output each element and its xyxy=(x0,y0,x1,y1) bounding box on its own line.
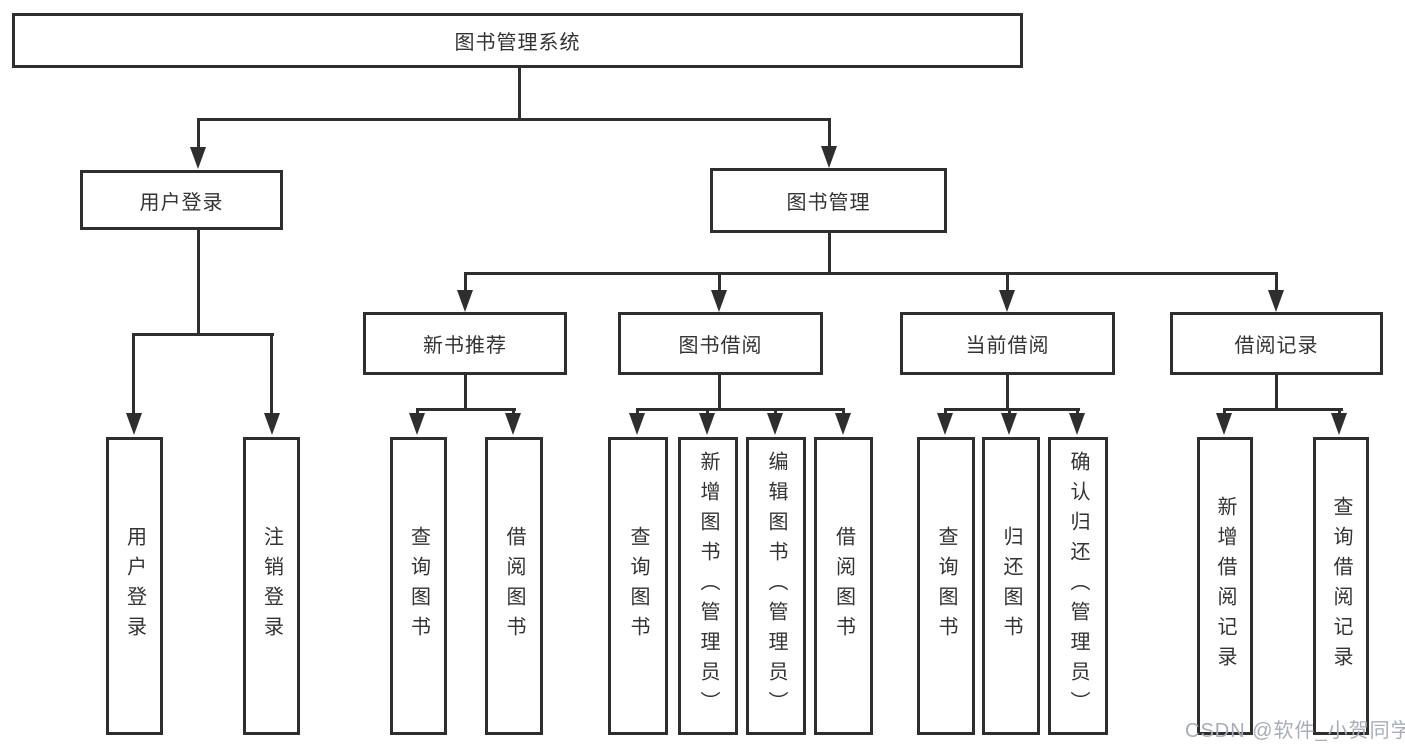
leaf-record-query-record: 查询借阅记录 xyxy=(1313,437,1369,735)
connector-line xyxy=(132,335,135,415)
connector-line xyxy=(1275,375,1278,410)
connector-line xyxy=(1338,410,1341,415)
arrowhead-down-icon xyxy=(126,413,142,435)
node-new-book-recommend: 新书推荐 xyxy=(363,312,567,375)
leaf-current-return-book-label: 归还图书 xyxy=(1000,526,1022,646)
connector-line xyxy=(197,230,200,336)
node-new-book-recommend-label: 新书推荐 xyxy=(423,335,507,357)
arrowhead-down-icon xyxy=(711,290,727,312)
leaf-logout: 注销登录 xyxy=(243,437,300,735)
arrowhead-down-icon xyxy=(505,413,521,435)
arrowhead-down-icon xyxy=(629,413,645,435)
leaf-newbook-query-book-label: 查询图书 xyxy=(407,526,430,646)
connector-line xyxy=(1275,274,1278,292)
connector-line xyxy=(774,410,777,415)
leaf-logout-label: 注销登录 xyxy=(260,526,283,646)
node-book-management: 图书管理 xyxy=(710,168,947,233)
leaf-record-query-record-label: 查询借阅记录 xyxy=(1330,496,1352,676)
leaf-current-return-book: 归还图书 xyxy=(982,437,1040,735)
leaf-current-query-book-label: 查询图书 xyxy=(935,526,957,646)
arrowhead-down-icon xyxy=(1331,413,1347,435)
leaf-borrow-query-book: 查询图书 xyxy=(608,437,668,735)
leaf-newbook-borrow-book-label: 借阅图书 xyxy=(503,526,525,646)
connector-line xyxy=(944,410,947,415)
leaf-newbook-borrow-book: 借阅图书 xyxy=(485,437,543,735)
node-borrow-record: 借阅记录 xyxy=(1170,312,1383,375)
leaf-borrow-edit-book-admin: 编辑图书（管理员） xyxy=(746,437,806,735)
connector-line xyxy=(1076,410,1079,415)
node-user-login: 用户登录 xyxy=(80,170,283,230)
arrowhead-down-icon xyxy=(1268,290,1284,312)
leaf-record-add-record-label: 新增借阅记录 xyxy=(1214,496,1236,676)
node-book-borrow-label: 图书借阅 xyxy=(678,335,763,357)
leaf-user-login-label: 用户登录 xyxy=(123,526,146,646)
leaf-borrow-query-book-label: 查询图书 xyxy=(627,526,649,646)
leaf-current-confirm-return-admin: 确认归还（管理员） xyxy=(1048,437,1108,735)
connector-line xyxy=(718,375,721,410)
connector-line xyxy=(718,274,721,292)
connector-line xyxy=(1006,375,1009,410)
arrowhead-down-icon xyxy=(821,146,837,168)
arrowhead-down-icon xyxy=(264,413,280,435)
leaf-borrow-borrow-book: 借阅图书 xyxy=(814,437,873,735)
node-current-borrow: 当前借阅 xyxy=(900,312,1115,375)
arrowhead-down-icon xyxy=(767,413,783,435)
connector-line xyxy=(1223,410,1226,415)
connector-line xyxy=(416,408,516,411)
arrowhead-down-icon xyxy=(699,413,715,435)
connector-line xyxy=(636,410,639,415)
connector-line xyxy=(1223,408,1343,411)
connector-line xyxy=(464,272,1278,275)
connector-line xyxy=(828,233,831,274)
connector-line xyxy=(197,118,831,121)
leaf-current-query-book: 查询图书 xyxy=(917,437,975,735)
connector-line xyxy=(416,410,419,415)
connector-line xyxy=(636,408,845,411)
arrowhead-down-icon xyxy=(1001,413,1017,435)
arrowhead-down-icon xyxy=(937,413,953,435)
node-book-management-label: 图书管理 xyxy=(786,192,871,214)
arrowhead-down-icon xyxy=(409,413,425,435)
connector-line xyxy=(1008,410,1011,415)
arrowhead-down-icon xyxy=(190,147,206,169)
connector-line xyxy=(944,408,1080,411)
connector-line xyxy=(518,68,521,120)
connector-line xyxy=(464,274,467,292)
node-book-borrow: 图书借阅 xyxy=(618,312,823,375)
arrowhead-down-icon xyxy=(835,413,851,435)
arrowhead-down-icon xyxy=(1069,413,1085,435)
csdn-watermark: CSDN @软件_小贺同学 xyxy=(1185,720,1405,742)
arrowhead-down-icon xyxy=(999,290,1015,312)
leaf-record-add-record: 新增借阅记录 xyxy=(1197,437,1253,735)
connector-line xyxy=(828,120,831,148)
arrowhead-down-icon xyxy=(457,290,473,312)
node-root-label: 图书管理系统 xyxy=(454,32,581,54)
leaf-current-confirm-return-admin-label: 确认归还（管理员） xyxy=(1067,451,1089,721)
connector-line xyxy=(132,333,274,336)
connector-line xyxy=(842,410,845,415)
node-root: 图书管理系统 xyxy=(12,13,1023,68)
leaf-borrow-add-book-admin: 新增图书（管理员） xyxy=(678,437,738,735)
leaf-borrow-borrow-book-label: 借阅图书 xyxy=(832,526,855,646)
leaf-user-login: 用户登录 xyxy=(106,437,163,735)
arrowhead-down-icon xyxy=(1216,413,1232,435)
connector-line xyxy=(464,375,467,410)
connector-line xyxy=(270,335,273,415)
leaf-borrow-edit-book-admin-label: 编辑图书（管理员） xyxy=(765,451,787,721)
connector-line xyxy=(1006,274,1009,292)
connector-line xyxy=(197,120,200,148)
leaf-newbook-query-book: 查询图书 xyxy=(390,437,447,735)
node-current-borrow-label: 当前借阅 xyxy=(965,335,1050,357)
node-user-login-label: 用户登录 xyxy=(139,191,224,214)
connector-line xyxy=(512,410,515,415)
connector-line xyxy=(706,410,709,415)
leaf-borrow-add-book-admin-label: 新增图书（管理员） xyxy=(697,451,719,721)
node-borrow-record-label: 借阅记录 xyxy=(1234,335,1319,357)
